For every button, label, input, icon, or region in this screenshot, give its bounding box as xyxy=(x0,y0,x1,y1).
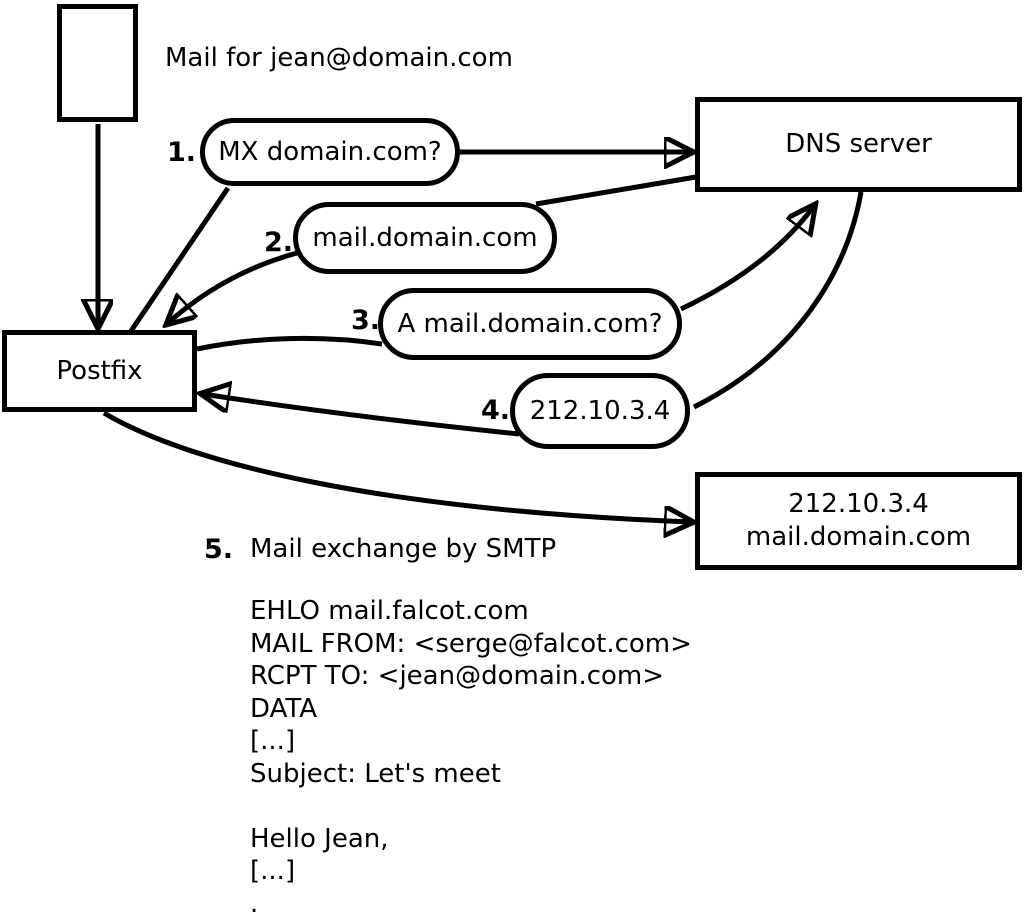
mail-server-hostname: mail.domain.com xyxy=(745,522,972,552)
query3-label: A mail.domain.com? xyxy=(397,308,663,339)
query3-pill: A mail.domain.com? xyxy=(378,288,682,360)
arrow-postfix-to-mailserver xyxy=(102,410,691,522)
postfix-node: Postfix xyxy=(2,330,197,412)
mail-note-label: Mail for jean@domain.com xyxy=(165,43,513,73)
response4-label: 212.10.3.4 xyxy=(529,395,671,426)
line-postfix-to-query1 xyxy=(128,186,231,333)
mail-server-node: 212.10.3.4 mail.domain.com xyxy=(695,472,1022,570)
step3-number: 3. xyxy=(350,305,380,336)
mail-message-icon xyxy=(57,4,138,122)
postfix-label: Postfix xyxy=(56,355,143,386)
step2-number: 2. xyxy=(263,227,293,258)
response2-pill: mail.domain.com xyxy=(293,202,557,274)
mail-server-ip: 212.10.3.4 xyxy=(788,489,929,519)
step1-number: 1. xyxy=(166,137,196,168)
step4-number: 4. xyxy=(480,395,510,426)
query1-label: MX domain.com? xyxy=(218,136,442,167)
line-postfix-to-query3 xyxy=(196,335,383,352)
line-dns-to-response4 xyxy=(692,191,864,410)
line-dns-to-response2 xyxy=(535,174,697,207)
dns-server-label: DNS server xyxy=(785,129,932,159)
arrow-query3-to-dns xyxy=(679,206,814,312)
arrow-response2-to-postfix xyxy=(168,250,298,323)
dns-server-node: DNS server xyxy=(695,97,1022,192)
response4-pill: 212.10.3.4 xyxy=(510,373,690,449)
arrow-response4-to-postfix xyxy=(203,394,520,437)
query1-pill: MX domain.com? xyxy=(200,118,460,186)
response2-label: mail.domain.com xyxy=(312,222,538,253)
smtp-session-transcript: EHLO mail.falcot.com MAIL FROM: <serge@f… xyxy=(250,596,692,919)
step5-label: Mail exchange by SMTP xyxy=(250,534,557,564)
step5-number: 5. xyxy=(203,534,233,565)
